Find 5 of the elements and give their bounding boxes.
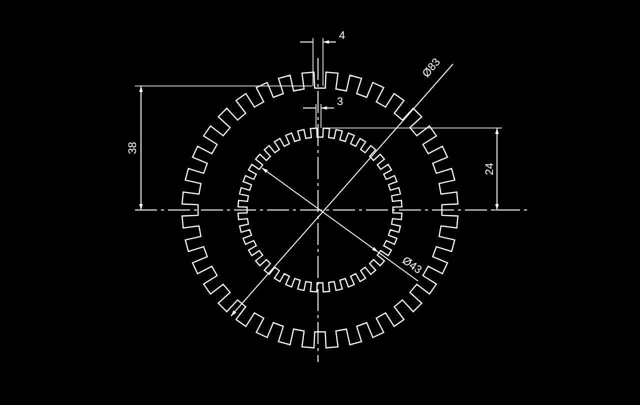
dimension-label: 3 (336, 96, 344, 108)
dimension-label: 24 (484, 162, 496, 176)
dimension-label: 4 (338, 30, 346, 42)
dimension-label: 38 (127, 142, 139, 154)
dimension-label: Ø43 (400, 254, 424, 276)
